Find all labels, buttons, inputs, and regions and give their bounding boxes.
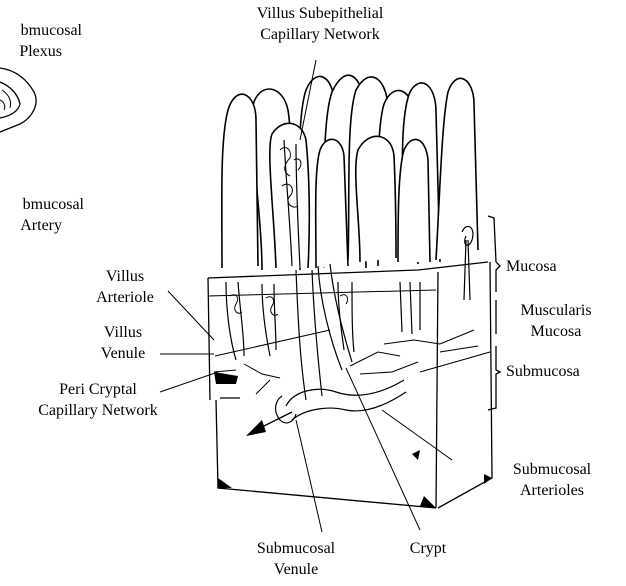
label-line: Venule: [238, 559, 354, 580]
label-line: Plexus: [0, 41, 82, 62]
label-mucosa: Mucosa: [506, 256, 557, 277]
tissue-block: [208, 262, 492, 508]
label-submucosa: Submucosa: [506, 361, 580, 382]
label-muscularis-mucosa: Muscularis Mucosa: [504, 300, 608, 342]
label-line: Mucosa: [504, 321, 608, 342]
vessel-trunks: [244, 264, 478, 423]
label-line: Artery: [0, 215, 84, 236]
label-villus-subepithelial-capillary-network: Villus Subepithelial Capillary Network: [200, 3, 440, 45]
label-line: Muscularis: [504, 300, 608, 321]
flow-arrow: [246, 412, 292, 436]
label-line: Villus: [80, 266, 170, 287]
label-line: Crypt: [410, 540, 446, 557]
crypts: [226, 282, 420, 360]
label-submucosal-artery: bmucosal Artery: [0, 194, 84, 236]
label-line: Peri Cryptal: [14, 379, 182, 400]
label-line: Capillary Network: [14, 400, 182, 421]
left-fragment-drawing: [0, 68, 36, 132]
label-line: Arterioles: [494, 480, 610, 501]
label-submucosal-plexus: bmucosal Plexus: [0, 20, 82, 62]
label-villus-arteriole: Villus Arteriole: [80, 266, 170, 308]
label-line: Submucosa: [506, 363, 580, 380]
label-submucosal-arterioles: Submucosal Arterioles: [494, 459, 610, 501]
label-line: bmucosal: [0, 194, 84, 215]
label-line: Mucosa: [506, 258, 557, 275]
label-line: Villus: [86, 322, 160, 343]
layer-brackets: [488, 216, 500, 410]
label-line: bmucosal: [0, 20, 82, 41]
label-submucosal-venule: Submucosal Venule: [238, 538, 354, 580]
label-crypt: Crypt: [398, 538, 458, 559]
label-peri-cryptal-capillary-network: Peri Cryptal Capillary Network: [14, 379, 182, 421]
label-line: Submucosal: [494, 459, 610, 480]
label-line: Villus Subepithelial: [200, 3, 440, 24]
label-line: Arteriole: [80, 287, 170, 308]
label-line: Submucosal: [238, 538, 354, 559]
label-line: Capillary Network: [200, 24, 440, 45]
label-villus-venule: Villus Venule: [86, 322, 160, 364]
label-line: Venule: [86, 343, 160, 364]
villi: [222, 75, 478, 300]
